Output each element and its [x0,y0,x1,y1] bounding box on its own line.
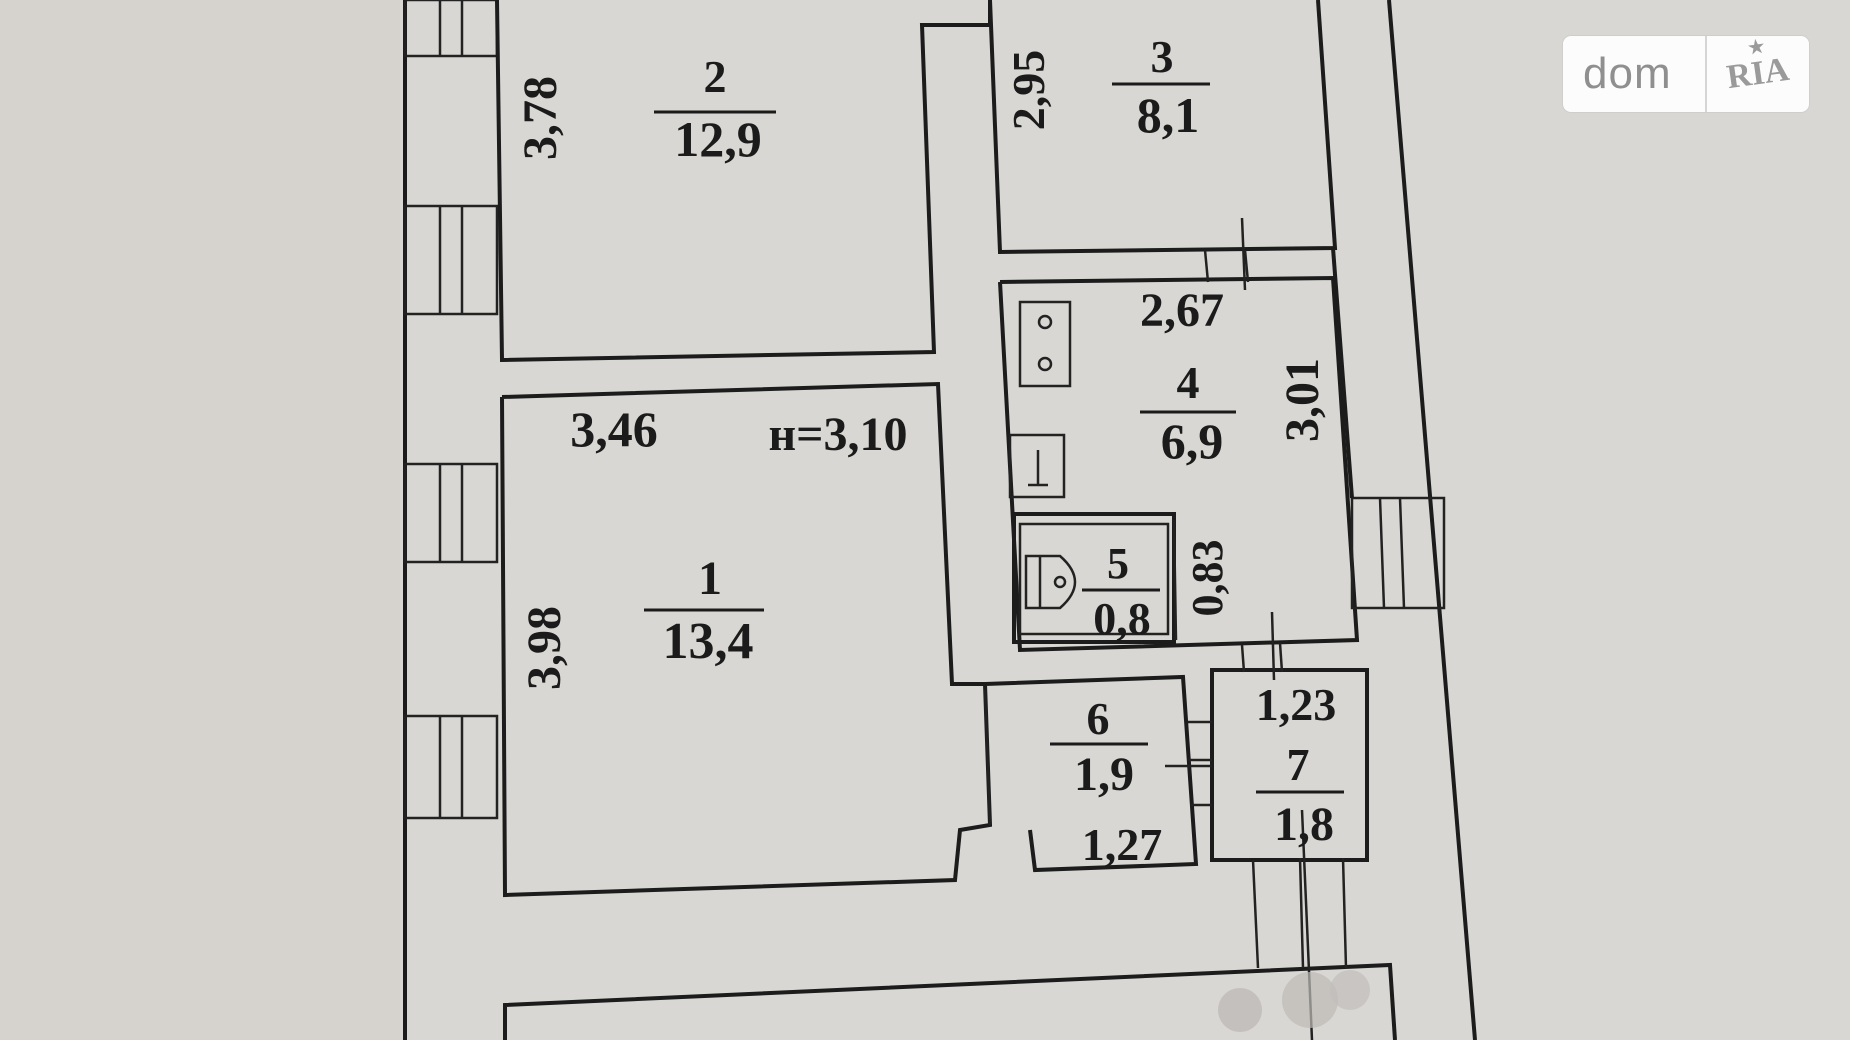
wall-right-inner [1331,247,1354,499]
dim-room6-width: 1,27 [1082,819,1163,870]
toilet-icon [1024,554,1077,610]
room-6-outline [984,674,1199,873]
dim-room4-height: 3,01 [1276,358,1329,442]
room-3-area: 8,1 [1137,87,1200,143]
window-left-2 [403,204,499,316]
dim-room3-height: 2,95 [1003,50,1054,131]
sink-icon [1008,433,1066,499]
room-6-area: 1,9 [1074,748,1134,801]
room-6-label: 6 1,9 [1050,693,1148,801]
window-left-4 [403,714,499,820]
star-icon: ★ [1746,35,1766,59]
room-3-number: 3 [1151,31,1174,82]
dom-ria-watermark: dom ★ RIA [1563,36,1809,112]
room-4-label: 4 6,9 [1140,357,1236,469]
dim-room2-height: 3,78 [514,76,567,160]
room-3-outline [988,0,1338,255]
watermark-divider [1705,36,1707,112]
stove-icon [1018,300,1072,388]
room-7-number: 7 [1287,739,1310,790]
dim-room7-width: 1,23 [1256,679,1337,730]
room-2-label: 2 12,9 [654,51,776,167]
room-2-number: 2 [704,51,727,102]
smudge [1282,972,1338,1028]
dim-room4-width: 2,67 [1140,284,1224,337]
room-5-number: 5 [1107,539,1129,588]
room-3-label: 3 8,1 [1112,31,1210,143]
room-6-number: 6 [1087,693,1110,744]
room-7-label: 7 1,8 [1256,739,1344,851]
room-4-area: 6,9 [1161,413,1224,469]
window-left-3 [403,462,499,564]
smudge [1218,988,1262,1032]
door-room3-room4 [1203,217,1250,291]
room-5-inner [1018,522,1170,636]
room-5-area: 0,8 [1093,593,1151,644]
room-4-number: 4 [1177,357,1200,408]
room-1-area: 13,4 [663,613,754,670]
paper-shade [0,0,400,1040]
room-5-label: 5 0,8 [1082,539,1160,644]
dim-room5-height: 0,83 [1183,540,1232,617]
room-2-area: 12,9 [674,111,762,167]
dim-room1-width: 3,46 [570,401,658,457]
ceiling-height: н=3,10 [768,408,907,461]
room-1-opening [983,689,992,826]
door-room6-room7 [1165,720,1212,807]
door-room4-room7 [1240,611,1284,681]
room-1-label: 1 13,4 [644,552,764,670]
bath-divider [1172,519,1178,641]
smudge [1330,970,1370,1010]
window-right [1350,496,1446,610]
room-7-area: 1,8 [1274,798,1334,851]
watermark-dom-text: dom [1583,49,1672,98]
dim-room1-height: 3,98 [518,606,571,690]
watermark-ria-logo: ★ RIA [1705,36,1811,100]
room-1-number: 1 [698,552,722,605]
